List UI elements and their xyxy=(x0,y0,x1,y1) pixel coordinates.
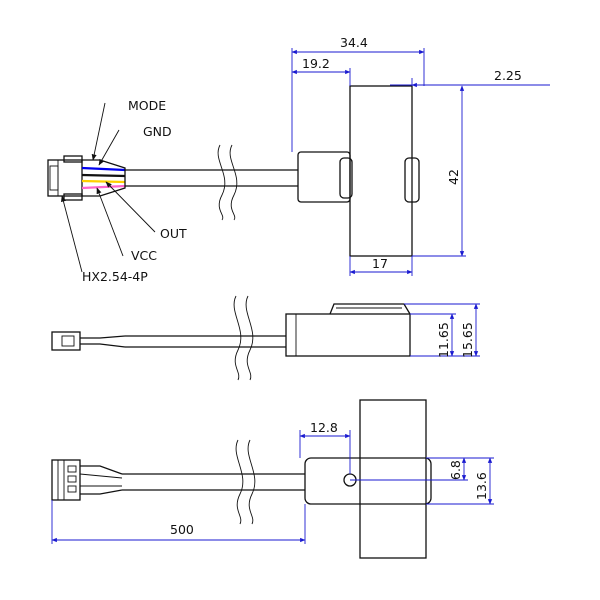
dim-hole-offset: 12.8 xyxy=(310,420,338,435)
dim-side-outer: 15.65 xyxy=(460,322,475,358)
wire-bundle xyxy=(81,159,126,197)
top-view: MODE GND OUT VCC HX2.54-4P 34.4 19.2 2.2… xyxy=(47,35,550,284)
dim-offset-left: 19.2 xyxy=(302,56,330,71)
side-view: 11.65 15.65 xyxy=(51,295,480,381)
front-view: 12.8 6.8 13.6 500 xyxy=(51,399,494,559)
dim-cable-length: 500 xyxy=(170,522,194,537)
dim-hole-height: 6.8 xyxy=(448,460,463,480)
label-connector: HX2.54-4P xyxy=(82,269,148,284)
dim-total-width: 34.4 xyxy=(340,35,368,50)
label-mode: MODE xyxy=(128,98,166,113)
dim-body-height: 13.6 xyxy=(474,472,489,500)
label-gnd: GND xyxy=(143,124,172,139)
dim-flange: 2.25 xyxy=(494,68,522,83)
dim-ring-width: 17 xyxy=(372,256,388,271)
label-vcc: VCC xyxy=(131,248,157,263)
connector-top xyxy=(47,155,83,201)
label-out: OUT xyxy=(160,226,187,241)
dim-side-inner: 11.65 xyxy=(436,322,451,358)
dim-height: 42 xyxy=(446,169,461,185)
